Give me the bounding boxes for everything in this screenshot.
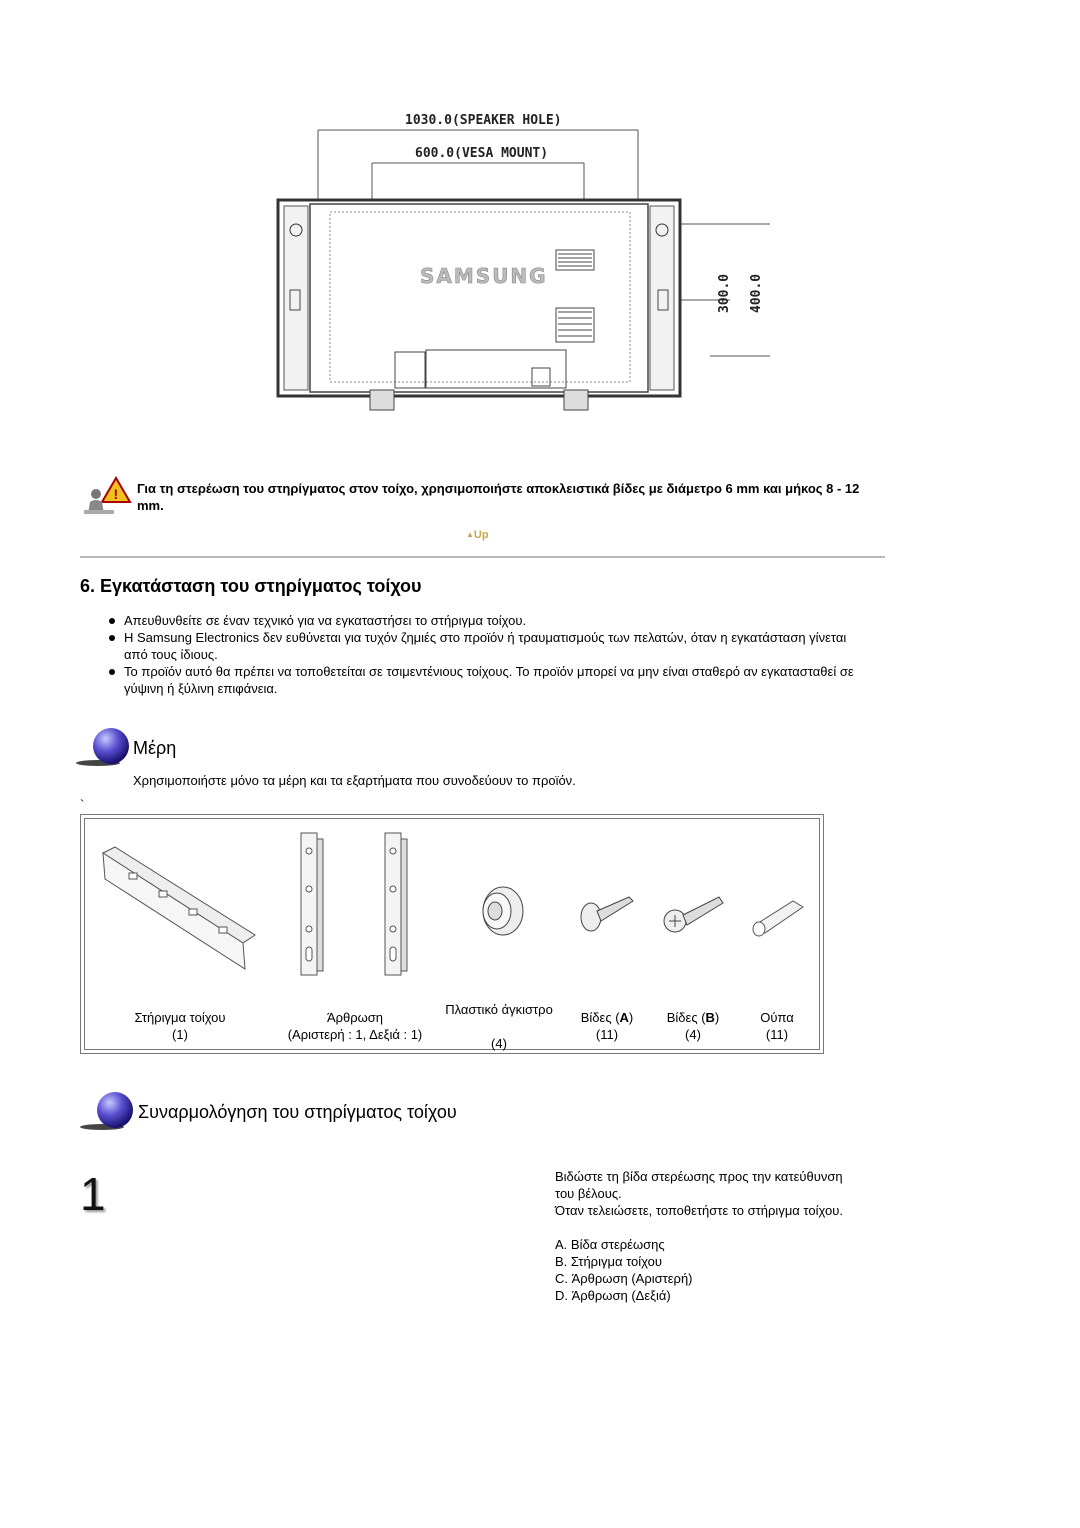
- part-name-suffix: ): [628, 1010, 634, 1025]
- part-label: Πλαστικό άγκιστρο (4): [429, 1001, 569, 1052]
- list-item: Το προϊόν αυτό θα πρέπει να τοποθετείται…: [100, 663, 870, 697]
- parts-intro: Χρησιμοποιήστε μόνο τα μέρη και τα εξαρτ…: [133, 773, 576, 788]
- height-400-label: 400.0: [749, 274, 764, 313]
- instruction-list: Απευθυνθείτε σε έναν τεχνικό για να εγκα…: [100, 612, 870, 697]
- speaker-hole-label: 1030.0(SPEAKER HOLE): [405, 113, 562, 128]
- part-name: Στήριγμα τοίχου: [134, 1010, 226, 1025]
- parts-heading: Μέρη: [133, 738, 177, 758]
- brand-logo: SAMSUNG: [420, 264, 548, 288]
- stray-mark: `: [80, 797, 85, 812]
- part-qty: (4): [491, 1036, 507, 1051]
- up-link-label: Up: [473, 529, 489, 541]
- joint-left-image: [300, 832, 324, 976]
- up-arrow-icon: ▲: [466, 530, 474, 539]
- part-label: Στήριγμα τοίχου (1): [105, 1009, 255, 1043]
- part-name-letter: A: [619, 1010, 629, 1025]
- instruction-line: Βιδώστε τη βίδα στερέωσης προς την κατεύ…: [555, 1169, 843, 1201]
- part-label: Ούπα (11): [737, 1009, 817, 1043]
- legend-item: D. Άρθρωση (Δεξιά): [555, 1288, 671, 1303]
- warning-text: Για τη στερέωση του στηρίγματος στον τοί…: [137, 481, 860, 513]
- part-label: Βίδες (A) (11): [565, 1009, 649, 1043]
- plastic-hanger-image: [482, 886, 524, 936]
- section-divider: [80, 556, 885, 558]
- part-label: Βίδες (B) (4): [651, 1009, 735, 1043]
- monitor-back-diagram: 1030.0(SPEAKER HOLE) 600.0(VESA MOUNT) S…: [276, 113, 770, 411]
- parts-table: Στήριγμα τοίχου (1) Άρθρωση (Αριστερή : 1,…: [80, 814, 824, 1054]
- legend-item: A. Βίδα στερέωσης: [555, 1237, 665, 1252]
- list-item: Απευθυνθείτε σε έναν τεχνικό για να εγκα…: [100, 612, 870, 629]
- list-item: Η Samsung Electronics δεν ευθύνεται για …: [100, 629, 870, 663]
- joint-right-image: [384, 832, 408, 976]
- part-label: Άρθρωση (Αριστερή : 1, Δεξιά : 1): [265, 1009, 445, 1043]
- vesa-mount-label: 600.0(VESA MOUNT): [415, 146, 548, 161]
- sphere-bullet-icon: [80, 1090, 136, 1132]
- part-name: Ούπα: [760, 1010, 794, 1025]
- part-qty: (1): [172, 1027, 188, 1042]
- screw-b-image: [663, 896, 724, 933]
- part-qty: (11): [595, 1027, 619, 1042]
- svg-text:!: !: [114, 486, 119, 502]
- part-name-prefix: Βίδες (: [666, 1010, 706, 1025]
- part-qty: (Αριστερή : 1, Δεξιά : 1): [287, 1027, 423, 1042]
- warning-icon: !: [82, 476, 132, 516]
- part-qty: (4): [685, 1027, 701, 1042]
- part-qty: (11): [765, 1027, 789, 1042]
- anchor-image: [752, 900, 804, 937]
- legend-item: C. Άρθρωση (Αριστερή): [555, 1271, 693, 1286]
- instruction-line: Όταν τελειώσετε, τοποθετήστε το στήριγμα…: [555, 1203, 843, 1218]
- step-instructions: Βιδώστε τη βίδα στερέωσης προς την κατεύ…: [555, 1168, 855, 1304]
- height-300-label: 300.0: [717, 274, 732, 313]
- sphere-bullet-icon: [76, 726, 132, 768]
- part-name-suffix: ): [714, 1010, 720, 1025]
- assembly-heading: Συναρμολόγηση του στηρίγματος τοίχου: [138, 1102, 457, 1122]
- screw-a-image: [580, 896, 634, 932]
- section-title: 6. Εγκατάσταση του στηρίγματος τοίχου: [80, 576, 422, 596]
- up-link[interactable]: ▲Up: [466, 529, 489, 541]
- wall-bracket-image: [101, 846, 256, 970]
- legend-item: B. Στήριγμα τοίχου: [555, 1254, 662, 1269]
- step-number: 1: [80, 1168, 106, 1220]
- part-name: Άρθρωση: [326, 1010, 384, 1025]
- part-name-prefix: Βίδες (: [580, 1010, 620, 1025]
- part-name-letter: B: [705, 1010, 715, 1025]
- part-name: Πλαστικό άγκιστρο: [445, 1002, 553, 1017]
